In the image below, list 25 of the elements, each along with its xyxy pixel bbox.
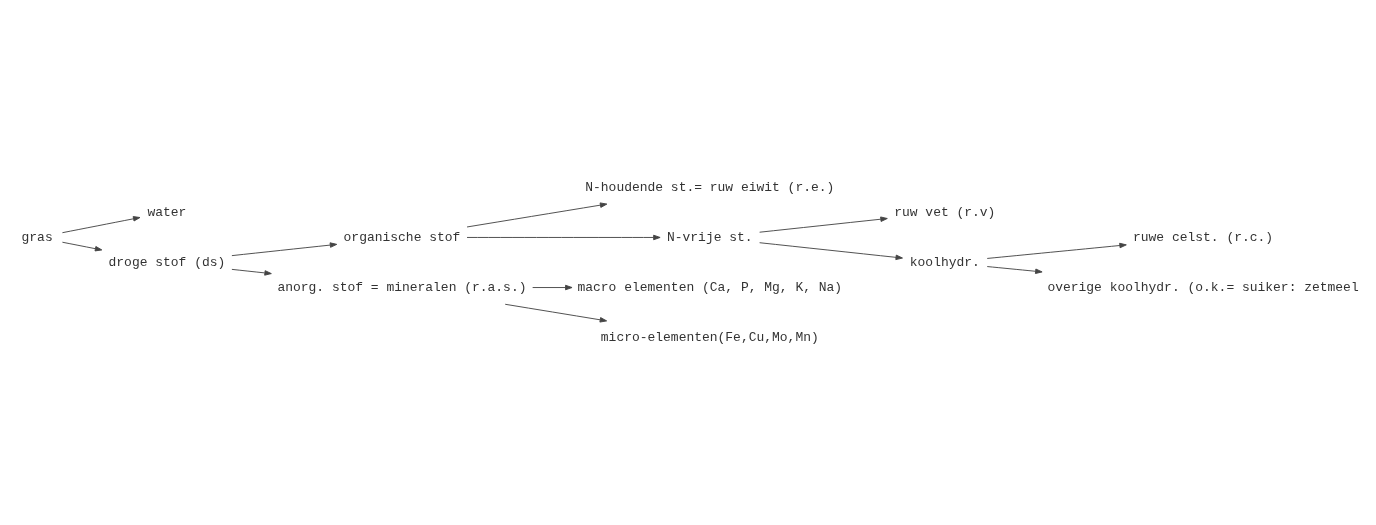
node-text: water [147,204,187,220]
node-text: ruwe celst. (r.c.) [1133,229,1274,245]
arrow [986,242,1127,259]
arrow [504,303,608,323]
arrow [466,202,608,228]
node-text: overige koolhydr. (o.k.= suiker: zetmeel [1047,279,1359,295]
arrow [532,284,573,291]
node-text: koolhydr. [909,254,980,270]
node-text: macro elementen (Ca, P, Mg, K, Na) [577,279,843,295]
node-text: gras [21,229,53,245]
node-text: ruw vet (r.v) [894,204,996,220]
arrow [61,241,103,252]
arrow [759,242,903,261]
arrow [231,268,272,276]
arrow [759,216,888,233]
arrow [466,234,661,241]
arrow [231,242,338,257]
node-text: droge stof (ds) [108,254,226,270]
node-text: micro-elementen(Fe,Cu,Mo,Mn) [600,330,819,346]
node-text: organische stof [343,229,461,245]
node-text: anorg. stof = mineralen (r.a.s.) [277,279,527,295]
node-text: N-vrije st. [666,229,753,245]
arrow [61,216,141,234]
node-text: N-houdende st.= ruw eiwit (r.e.) [585,179,835,195]
arrow [986,266,1043,274]
